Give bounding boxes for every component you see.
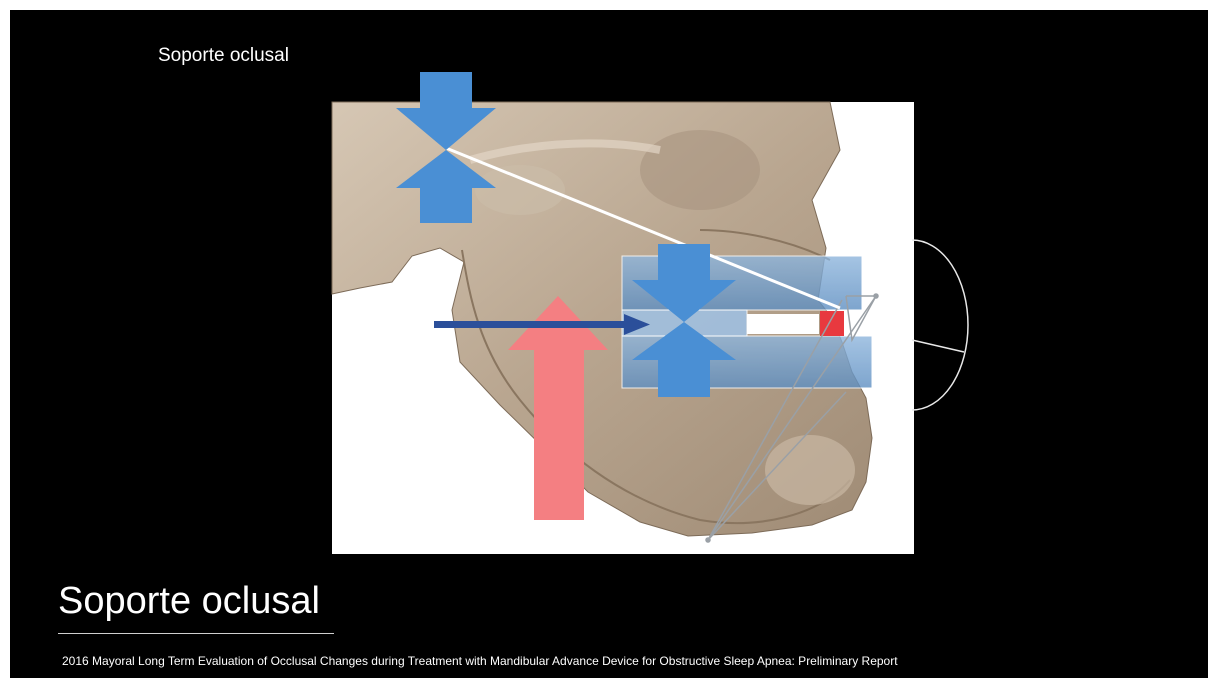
chin	[765, 435, 855, 505]
title-underline	[58, 633, 334, 634]
angle-line-1	[912, 340, 964, 352]
citation: 2016 Mayoral Long Term Evaluation of Occ…	[62, 653, 898, 669]
open-gap	[747, 314, 819, 334]
slide-title: Soporte oclusal	[58, 578, 320, 624]
orbit	[640, 130, 760, 210]
